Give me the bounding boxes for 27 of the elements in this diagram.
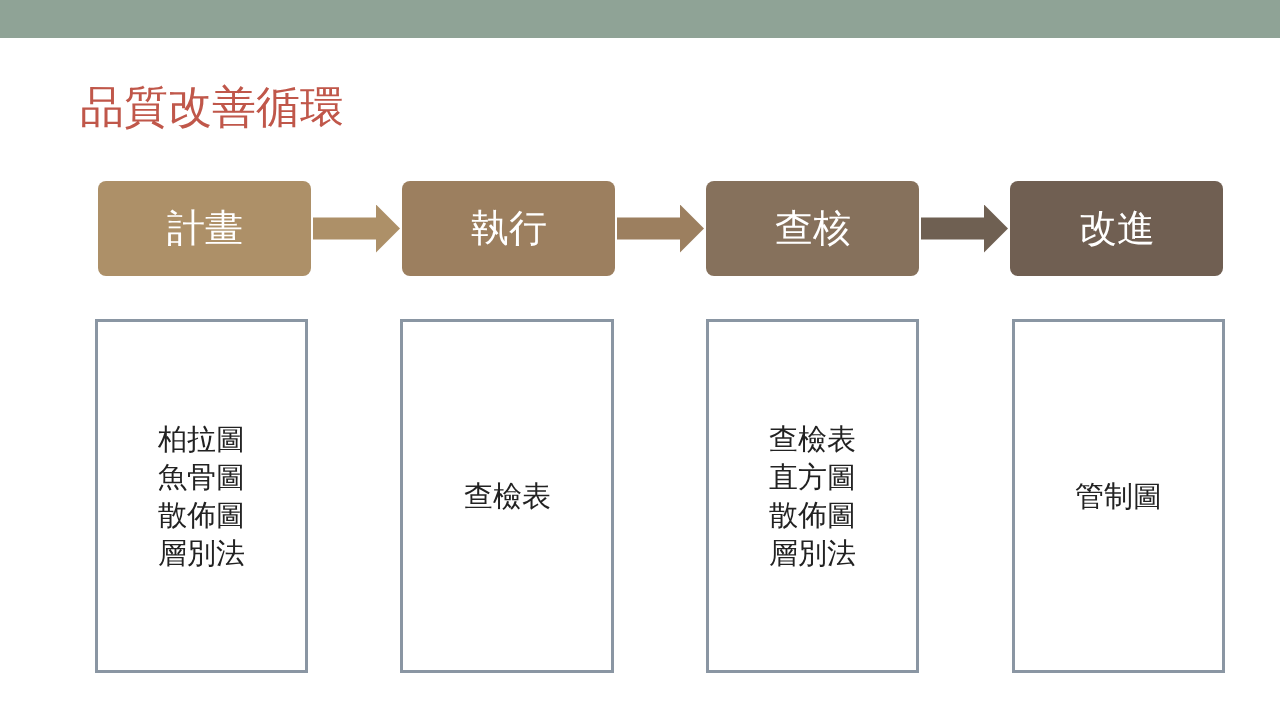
block-arrow <box>617 204 704 253</box>
node-text: 柏拉圖 <box>158 421 245 458</box>
node-text: 層別法 <box>158 535 245 572</box>
tool-list-box <box>95 319 308 673</box>
step-box <box>706 181 919 276</box>
top-banner <box>0 0 1280 38</box>
tool-list-box <box>400 319 614 673</box>
node-text: 改進 <box>1078 205 1155 252</box>
step-box <box>402 181 615 276</box>
block-arrow <box>921 204 1008 253</box>
node-text: 計畫 <box>166 205 243 252</box>
node-text: 層別法 <box>769 535 856 572</box>
node-text: 魚骨圖 <box>158 459 245 496</box>
node-text: 查檢表 <box>463 478 551 515</box>
node-text: 查檢表 <box>769 421 856 458</box>
tool-list-box <box>1012 319 1225 673</box>
title: 品質改善循環 <box>80 80 344 134</box>
node-text: 執行 <box>470 205 547 252</box>
node-text: 直方圖 <box>769 459 856 496</box>
node-text: 管制圖 <box>1075 478 1162 515</box>
block-arrow <box>313 204 400 253</box>
step-box <box>1010 181 1223 276</box>
step-box <box>98 181 311 276</box>
tool-list-box <box>706 319 919 673</box>
node-text: 散佈圖 <box>769 497 856 534</box>
node-text: 散佈圖 <box>158 497 245 534</box>
node-text: 查核 <box>774 205 851 252</box>
